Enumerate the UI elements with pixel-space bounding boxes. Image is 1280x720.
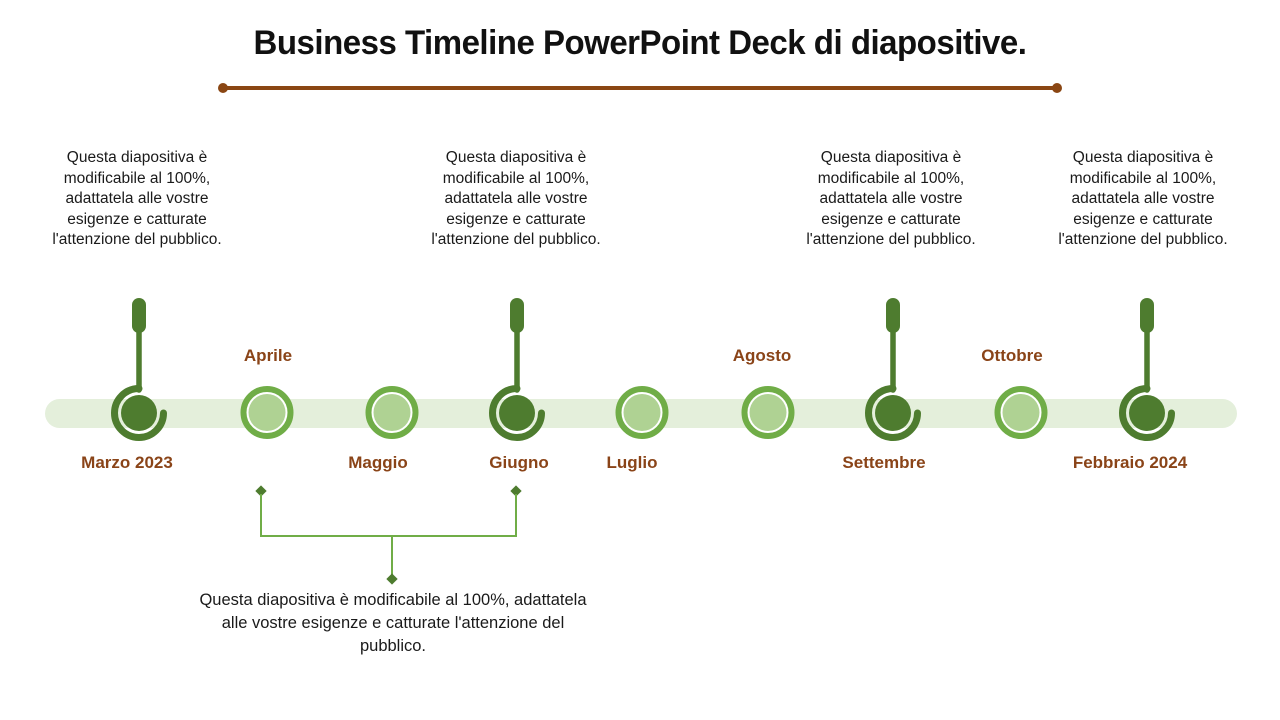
slide-title: Business Timeline PowerPoint Deck di dia… [253, 24, 1027, 62]
month-label-settembre: Settembre [842, 453, 926, 472]
circle-inner-fill [373, 394, 411, 431]
circle-inner-fill [248, 394, 286, 431]
bracket-center-line [391, 535, 393, 577]
milestone-pin-marker-marzo [111, 298, 167, 441]
milestone-pin-marker-giugno [489, 298, 545, 441]
month-label-luglio: Luglio [606, 453, 658, 472]
month-label-aprile: Aprile [243, 346, 293, 365]
milestone-circle-ottobre [994, 386, 1048, 439]
divider-left-dot [218, 83, 228, 93]
month-label-febbraio: Febbraio 2024 [1072, 453, 1188, 472]
divider-right-dot [1052, 83, 1062, 93]
bracket-horizontal-line [260, 535, 517, 537]
month-label-maggio: Maggio [348, 453, 408, 472]
milestone-circle-maggio [365, 386, 419, 439]
description-block-settembre: Questa diapositiva è modificabile al 100… [806, 149, 976, 248]
milestone-circle-agosto [741, 386, 795, 439]
bracket-diamond-bottom [386, 573, 398, 585]
description-block-marzo: Questa diapositiva è modificabile al 100… [52, 149, 222, 248]
description-block-febbraio: Questa diapositiva è modificabile al 100… [1058, 149, 1228, 248]
bracket-right-line [515, 494, 517, 537]
circle-inner-fill [623, 394, 661, 431]
milestone-pin-marker-febbraio [1119, 298, 1175, 441]
milestone-circle-aprile [240, 386, 294, 439]
month-label-agosto: Agosto [732, 346, 792, 365]
month-label-ottobre: Ottobre [981, 346, 1043, 365]
month-label-giugno: Giugno [489, 453, 549, 472]
milestone-pin-marker-settembre [865, 298, 921, 441]
circle-inner-fill [749, 394, 787, 431]
description-block-giugno: Questa diapositiva è modificabile al 100… [431, 149, 601, 248]
title-divider-line [218, 83, 1062, 93]
bracket-left-line [260, 494, 262, 537]
circle-inner-fill [1002, 394, 1040, 431]
month-label-marzo: Marzo 2023 [81, 453, 173, 472]
milestone-circle-luglio [615, 386, 669, 439]
bracket-note-text: Questa diapositiva è modificabile al 100… [199, 591, 587, 655]
